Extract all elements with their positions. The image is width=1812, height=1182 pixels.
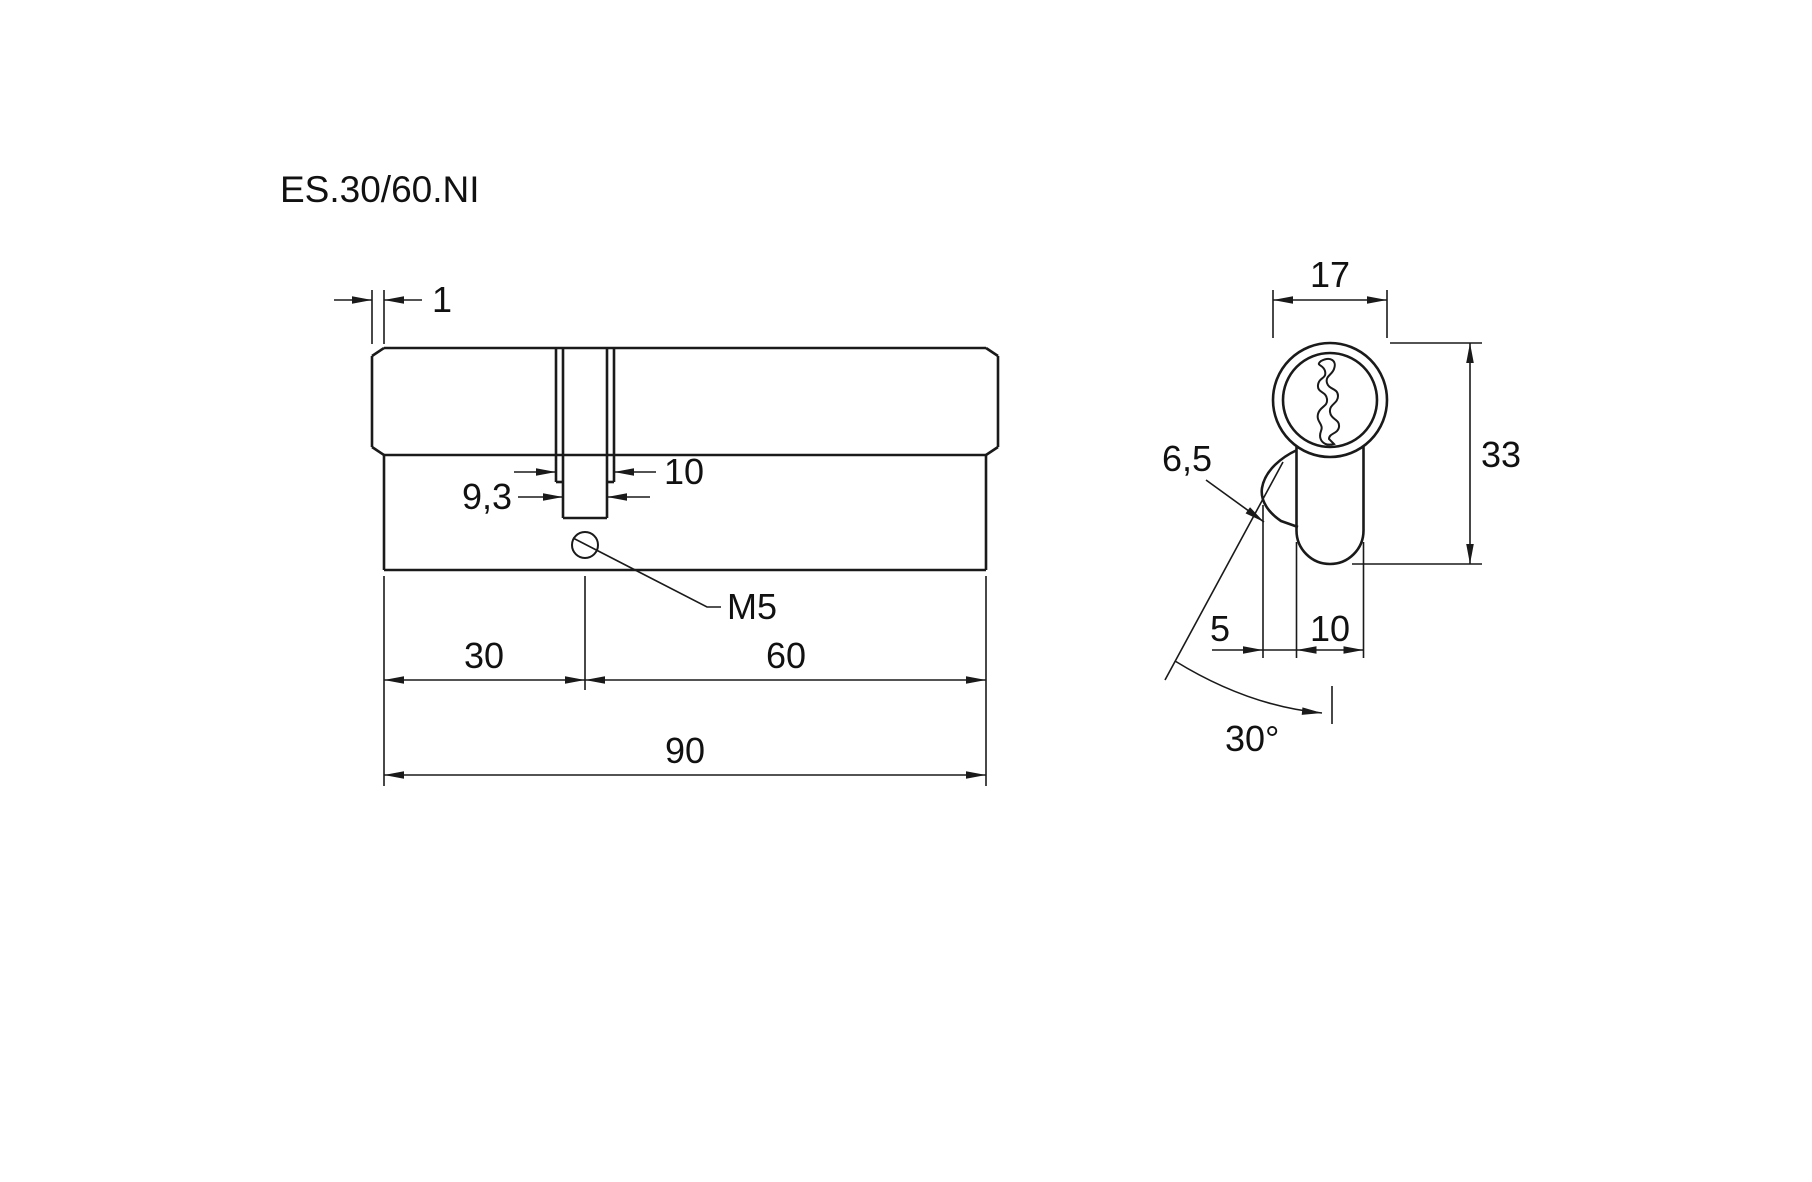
- end-view: 17 33 6,5 5 10 30°: [1162, 254, 1521, 759]
- keyway: [1316, 358, 1341, 446]
- plug-circle-inner: [1281, 351, 1379, 449]
- dim-65-leader: [1205, 479, 1265, 523]
- right-chamfer-top: [985, 346, 999, 358]
- left-chamfer-bottom: [371, 445, 385, 457]
- dim-30-label: 30: [464, 635, 504, 676]
- keyway-profile: [1316, 358, 1341, 446]
- dim-65-label: 6,5: [1162, 438, 1212, 479]
- dim-angle-label: 30°: [1225, 718, 1279, 759]
- end-view-dimensions: 17 33 6,5 5 10 30°: [1162, 254, 1521, 759]
- dim-5-label: 5: [1210, 608, 1230, 649]
- dim-slot93-label: 9,3: [462, 476, 512, 517]
- cylinder-outline: [370, 346, 1000, 572]
- dim-17-label: 17: [1310, 254, 1350, 295]
- dim-10-label: 10: [1310, 608, 1350, 649]
- profile-body-bottom-arc: [1295, 530, 1365, 566]
- cam: [1260, 448, 1299, 529]
- side-view: M5 1 10 9,3 30 60 90: [334, 279, 1000, 786]
- m5-screw-hole: M5: [571, 531, 777, 627]
- right-chamfer-bottom: [985, 445, 999, 457]
- dim-m5-label: M5: [727, 586, 777, 627]
- dim-chamfer-label: 1: [432, 279, 452, 320]
- screw-hole-circle: [571, 531, 599, 559]
- dim-slot10-label: 10: [664, 451, 704, 492]
- drawing-title: ES.30/60.NI: [280, 169, 480, 210]
- dim-90-label: 90: [665, 730, 705, 771]
- barrel-circle-outer: [1271, 341, 1389, 459]
- screw-leader-line: [572, 537, 721, 608]
- side-view-dimensions: 1 10 9,3 30 60 90: [334, 279, 987, 786]
- left-chamfer-top: [371, 346, 385, 358]
- dim-33-label: 33: [1481, 434, 1521, 475]
- cam-outline: [1260, 448, 1299, 529]
- angle-arc: [1174, 660, 1323, 715]
- angle-construction-line: [1164, 461, 1284, 681]
- cam-slot: [554, 348, 616, 520]
- dim-60-label: 60: [766, 635, 806, 676]
- profile-outline: [1271, 341, 1389, 566]
